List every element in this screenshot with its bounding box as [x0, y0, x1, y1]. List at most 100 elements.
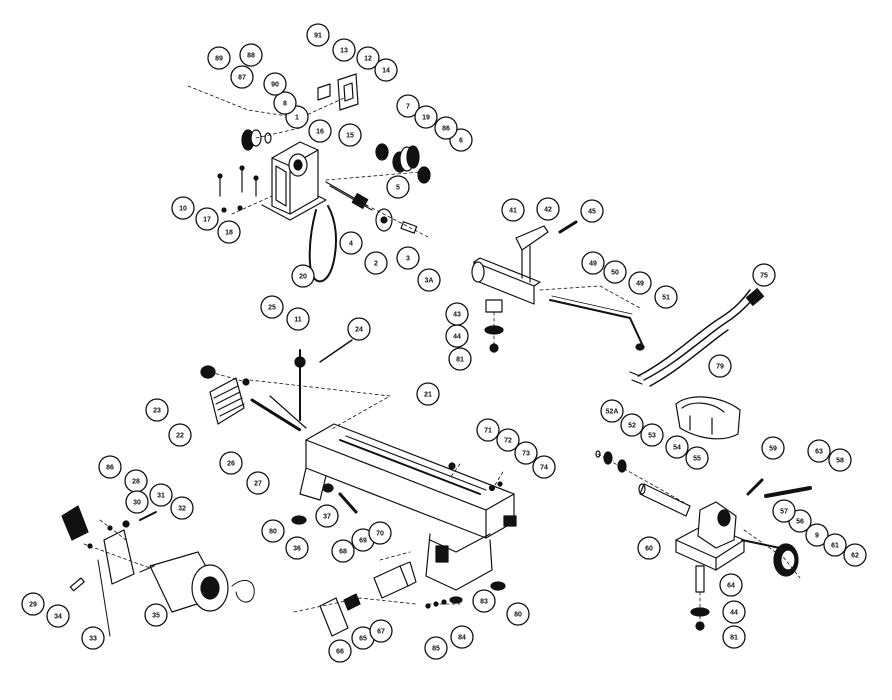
callout-circle: [328, 639, 352, 663]
callout-74: 74: [532, 455, 556, 479]
callout-circle: [217, 220, 241, 244]
callout-61: 61: [823, 533, 847, 557]
callout-84: 84: [450, 625, 474, 649]
callout-circle: [719, 573, 743, 597]
callout-number: 34: [54, 614, 62, 621]
callout-number: 2: [374, 261, 378, 268]
callout-52: 52: [620, 413, 644, 437]
callout-number: 1: [295, 115, 299, 122]
callout-number: 73: [522, 451, 530, 458]
callout-number: 5: [396, 185, 400, 192]
callout-number: 88: [247, 53, 255, 60]
tailstock-assembly: [595, 450, 812, 631]
callout-66: 66: [328, 639, 352, 663]
callout-68: 68: [331, 539, 355, 563]
callout-circle: [364, 251, 388, 275]
callout-circle: [396, 246, 420, 270]
callout-number: 53: [648, 433, 656, 440]
callout-circle: [445, 324, 469, 348]
callout-circle: [356, 46, 380, 70]
callout-number: 16: [316, 129, 324, 136]
callout-44b: 44: [722, 600, 746, 624]
callout-circle: [532, 455, 556, 479]
callout-circle: [476, 418, 500, 442]
callout-number: 23: [153, 408, 161, 415]
switch-assembly: [293, 551, 463, 637]
callout-circle: [843, 543, 867, 567]
callout-circle: [501, 198, 525, 222]
callout-number: 62: [851, 553, 859, 560]
callout-number: 81: [730, 635, 738, 642]
callout-circle: [805, 523, 829, 547]
callout-41: 41: [501, 198, 525, 222]
callout-number: 55: [693, 456, 701, 463]
callout-86b: 86: [98, 455, 122, 479]
callout-45: 45: [580, 199, 604, 223]
callout-number: 18: [225, 230, 233, 237]
callout-circle: [347, 317, 371, 341]
callout-30: 30: [125, 490, 149, 514]
callout-number: 20: [299, 274, 307, 281]
callout-88: 88: [239, 43, 263, 67]
callout-number: 87: [238, 75, 246, 82]
callout-86: 86: [434, 116, 458, 140]
callout-number: 64: [727, 583, 735, 590]
callout-number: 79: [716, 364, 724, 371]
callout-number: 19: [422, 115, 430, 122]
callout-circle: [416, 382, 440, 406]
callout-number: 85: [432, 646, 440, 653]
callout-13: 13: [332, 38, 356, 62]
callout-number: 8: [283, 101, 287, 108]
callout-71: 71: [476, 418, 500, 442]
callout-circle: [170, 496, 194, 520]
callout-number: 33: [89, 636, 97, 643]
callout-circle: [125, 490, 149, 514]
callout-81a: 81: [448, 347, 472, 371]
callout-16: 16: [308, 119, 332, 143]
callout-circle: [665, 435, 689, 459]
callout-circle: [308, 119, 332, 143]
callout-number: 49: [589, 261, 597, 268]
callout-11: 11: [286, 307, 310, 331]
callout-8: 8: [273, 91, 297, 115]
callout-circle: [417, 268, 441, 292]
callout-7: 7: [396, 94, 420, 118]
callout-85: 85: [424, 636, 448, 660]
callout-14: 14: [374, 58, 398, 82]
callout-circle: [81, 626, 105, 650]
callout-circle: [772, 499, 796, 523]
callout-number: 36: [293, 546, 301, 553]
callout-number: 26: [227, 461, 235, 468]
callout-number: 52: [628, 423, 636, 430]
callout-circle: [338, 123, 362, 147]
callout-circle: [603, 260, 627, 284]
callout-90: 90: [263, 72, 287, 96]
callout-circle: [339, 231, 363, 255]
callout-circle: [239, 43, 263, 67]
headstock-assembly: [187, 73, 431, 283]
callout-circle: [286, 307, 310, 331]
callout-number: 11: [294, 317, 302, 324]
callout-42: 42: [536, 197, 560, 221]
callout-28: 28: [124, 469, 148, 493]
callout-75: 75: [752, 263, 776, 287]
callout-number: 52A: [606, 409, 619, 416]
callout-number: 42: [544, 207, 552, 214]
callout-number: 56: [796, 519, 804, 526]
callout-number: 65: [359, 636, 367, 643]
callout-circle: [536, 197, 560, 221]
callout-circle: [424, 636, 448, 660]
callout-87: 87: [230, 65, 254, 89]
callout-circle: [263, 72, 287, 96]
callout-44a: 44: [445, 324, 469, 348]
callout-33: 33: [81, 626, 105, 650]
lathe-bed: [200, 339, 517, 591]
tool-rest-assembly: [471, 220, 645, 353]
callout-35: 35: [144, 603, 168, 627]
callout-18: 18: [217, 220, 241, 244]
callout-number: 9: [815, 533, 819, 540]
callout-number: 90: [271, 82, 279, 89]
callout-34: 34: [46, 604, 70, 628]
callout-circle: [628, 271, 652, 295]
safety-goggles: [675, 396, 741, 440]
